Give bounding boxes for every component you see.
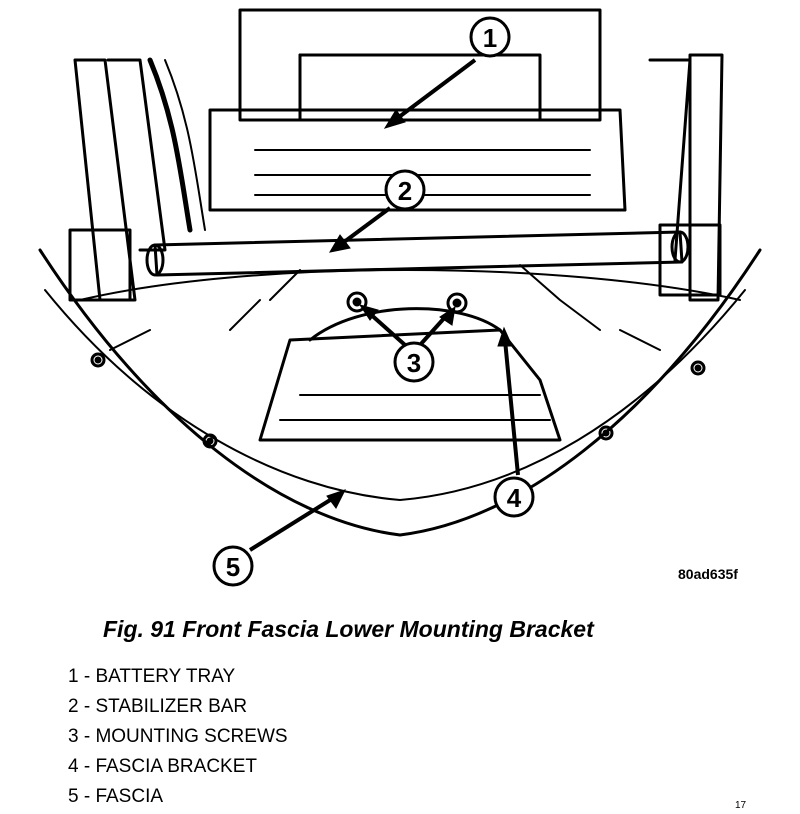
callout-label-2: 2: [398, 176, 412, 206]
left-frame-rail-2: [106, 58, 167, 252]
figure-caption: Fig. 91 Front Fascia Lower Mounting Brac…: [103, 616, 594, 642]
callout-circle-3: [393, 341, 435, 383]
battery-tray-upper: [238, 8, 602, 122]
stabilizer-bar: [153, 230, 684, 277]
callout-label-5: 5: [226, 552, 240, 582]
left-frame-rail: [73, 58, 137, 302]
figure-code: 80ad635f: [678, 566, 738, 582]
callout-label-1: 1: [483, 23, 497, 53]
mounting-screw-left: [346, 291, 368, 313]
fascia-inner: [44, 289, 746, 501]
fascia-bracket: [258, 328, 562, 442]
line-drawing: 1 2 3 4 5: [38, 8, 762, 587]
fascia-outer: [38, 248, 762, 537]
wire-harness: [147, 57, 193, 233]
legend-item-5: 5 - FASCIA: [68, 786, 164, 807]
callout-label-4: 4: [507, 483, 522, 513]
page-mark: 17: [735, 800, 747, 811]
legend-list: 1 - BATTERY TRAY 2 - STABILIZER BAR 3 - …: [68, 664, 288, 814]
right-frame-rail: [688, 53, 724, 302]
battery-tray-top: [298, 53, 542, 122]
battery-tray: [208, 108, 627, 212]
callout-label-3: 3: [407, 348, 421, 378]
legend-item-3: 3 - MOUNTING SCREWS: [68, 726, 288, 747]
callout-circle-2: [384, 169, 426, 211]
legend-item-1: 1 - BATTERY TRAY: [68, 666, 236, 687]
legend-item-2: 2 - STABILIZER BAR: [68, 696, 248, 717]
callout-circle-4: [493, 476, 535, 518]
callout-circle-5: [212, 545, 254, 587]
right-frame-rail-2: [648, 58, 692, 262]
mounting-screw-right: [446, 292, 468, 314]
legend-item-4: 4 - FASCIA BRACKET: [68, 756, 257, 777]
callout-circle-1: [469, 16, 511, 58]
